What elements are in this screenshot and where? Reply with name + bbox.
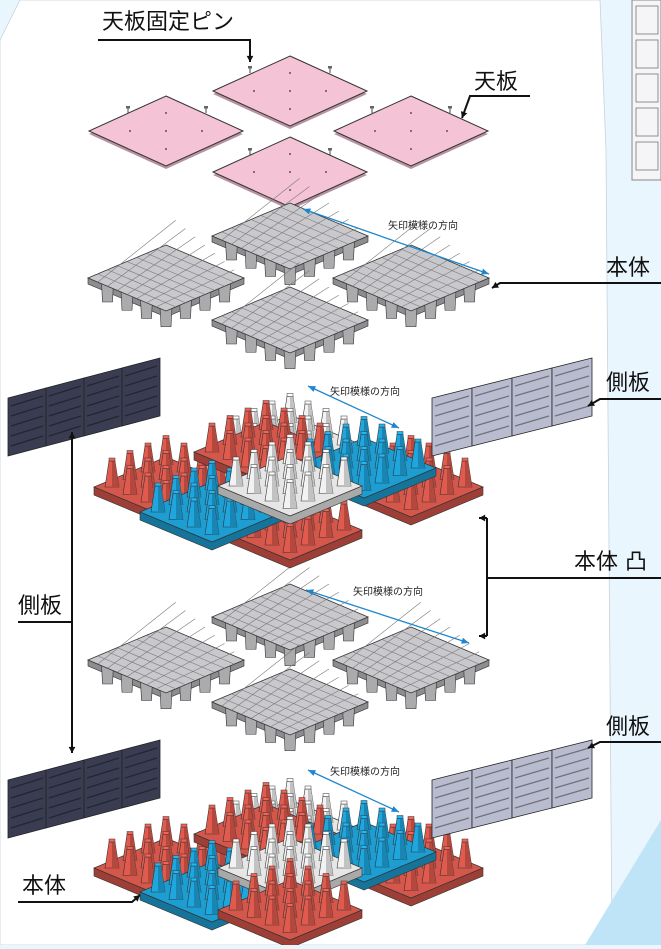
fixing-pin bbox=[448, 106, 452, 113]
leader-side-left-down bbox=[68, 745, 76, 753]
leader-side-plate-2 bbox=[587, 741, 661, 749]
leader-side-plate-1 bbox=[587, 398, 661, 407]
fixing-pin bbox=[126, 106, 130, 113]
fixing-pin bbox=[370, 106, 374, 113]
body-convex-upper-center bbox=[217, 434, 363, 525]
body-upper-left bbox=[86, 220, 246, 328]
arrow-text-3: 矢印模様の方向 bbox=[353, 587, 423, 598]
arrow-text-4: 矢印模様の方向 bbox=[330, 767, 400, 778]
label-body-convex: 本体 凸 bbox=[574, 550, 647, 575]
fixing-pin bbox=[248, 148, 252, 155]
equipment-sketch bbox=[631, 0, 661, 181]
direction-arrow-3 bbox=[305, 589, 470, 644]
leader-body-bottom bbox=[18, 894, 141, 903]
label-top-pin: 天板固定ピン bbox=[102, 10, 235, 35]
body-upper-right bbox=[331, 220, 491, 328]
side-panel-right-upper bbox=[431, 357, 593, 457]
top-plate-front bbox=[211, 136, 369, 210]
leader-top-pin bbox=[98, 39, 254, 62]
fixing-pin bbox=[328, 148, 332, 155]
leader-bracket-top bbox=[479, 514, 487, 522]
leader-bracket-bottom bbox=[479, 632, 487, 640]
body-middle-right bbox=[331, 602, 491, 710]
direction-arrow-4 bbox=[307, 769, 400, 813]
corner-accent bbox=[585, 820, 661, 945]
body-upper-back bbox=[210, 178, 370, 286]
fixing-pin bbox=[328, 66, 332, 73]
arrow-text-1: 矢印模様の方向 bbox=[388, 221, 458, 232]
leader-body-upper bbox=[491, 281, 661, 289]
body-middle-front bbox=[210, 644, 370, 752]
label-side-plate-right-1: 側板 bbox=[606, 371, 651, 396]
body-convex-lower-front bbox=[217, 858, 363, 949]
leader-top-plate bbox=[460, 95, 530, 119]
label-body-upper: 本体 bbox=[606, 256, 651, 281]
leader-side-left-up bbox=[68, 432, 76, 440]
top-plate-left bbox=[87, 95, 245, 169]
side-panel-left-lower bbox=[7, 739, 161, 839]
label-side-plate-right-2: 側板 bbox=[606, 715, 651, 740]
direction-arrow-1 bbox=[302, 208, 490, 275]
side-panel-right-lower bbox=[431, 739, 593, 839]
label-top-plate: 天板 bbox=[474, 70, 519, 95]
arrow-text-2: 矢印模様の方向 bbox=[330, 387, 400, 398]
label-body-bottom: 本体 bbox=[22, 874, 67, 899]
body-middle-left bbox=[86, 602, 246, 710]
body-upper-front bbox=[210, 262, 370, 370]
label-side-plate-left: 側板 bbox=[18, 594, 63, 619]
fixing-pin bbox=[248, 66, 252, 73]
body-middle-back bbox=[210, 559, 370, 667]
side-panel-left-upper bbox=[7, 357, 161, 457]
top-plate-back bbox=[211, 55, 369, 129]
top-plate-right bbox=[332, 95, 490, 169]
fixing-pin bbox=[204, 106, 208, 113]
body-convex-upper-blue-left bbox=[139, 460, 285, 551]
direction-arrow-2 bbox=[307, 385, 400, 429]
